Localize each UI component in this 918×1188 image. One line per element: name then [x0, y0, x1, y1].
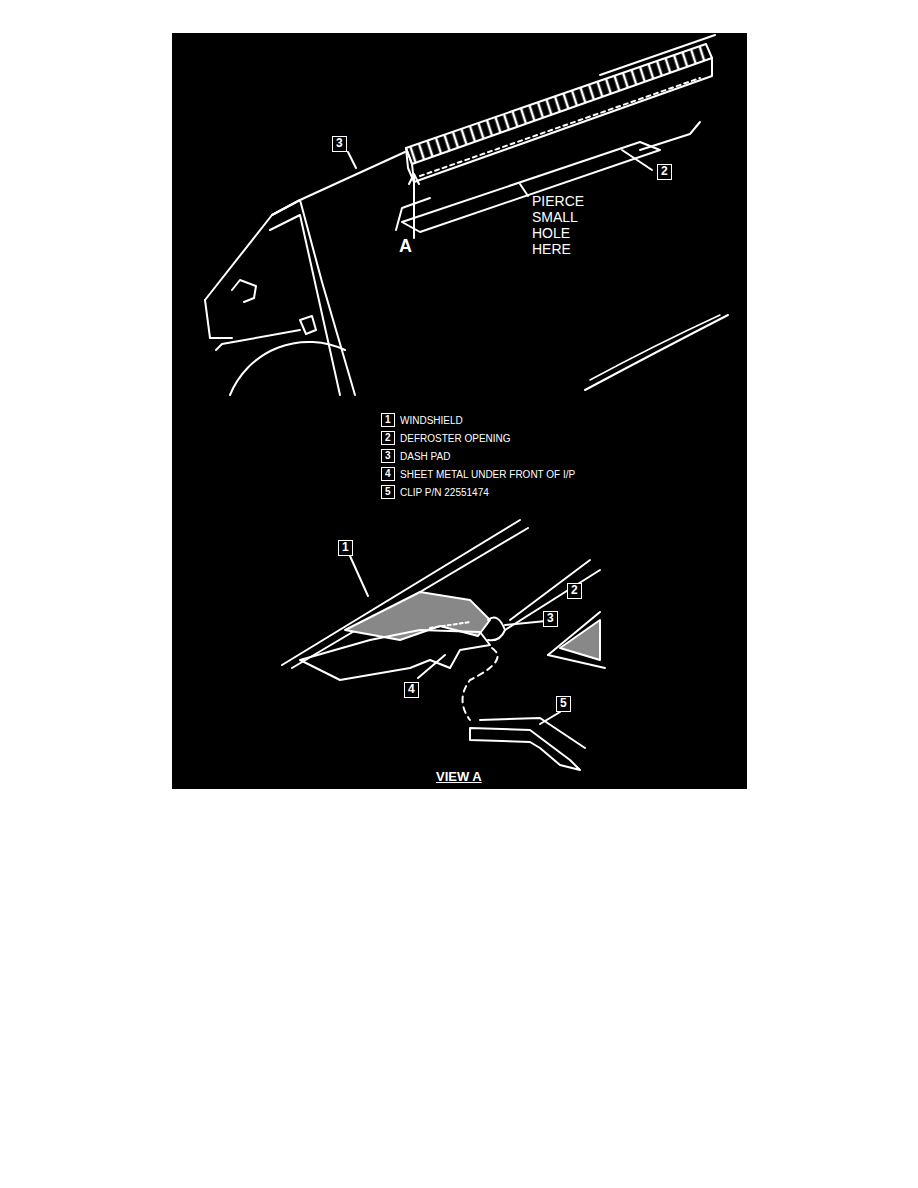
part-name: WINDSHIELD [400, 415, 463, 427]
callout-number: 3 [543, 611, 558, 627]
part-name: DEFROSTER OPENING [400, 433, 511, 445]
part-name: CLIP P/N 22551474 [400, 487, 489, 499]
part-name: SHEET METAL UNDER FRONT OF I/P [400, 469, 575, 481]
callout-number: 4 [381, 467, 395, 481]
callout-number: 2 [657, 164, 672, 180]
callout-number: 5 [381, 485, 395, 499]
callout-number: 2 [567, 583, 582, 599]
callout-number: 1 [381, 413, 395, 427]
callout-number: 4 [404, 682, 419, 698]
callout-number: 1 [338, 540, 353, 556]
callout-number: 3 [332, 136, 347, 152]
view-caption: VIEW A [436, 770, 482, 785]
view-marker: A [399, 236, 412, 257]
callout-number: 5 [556, 696, 571, 712]
part-name: DASH PAD [400, 451, 450, 463]
callout-number: 2 [381, 431, 395, 445]
callout-number: 3 [381, 449, 395, 463]
instruction-note: PIERCE SMALL HOLE HERE [532, 193, 596, 257]
